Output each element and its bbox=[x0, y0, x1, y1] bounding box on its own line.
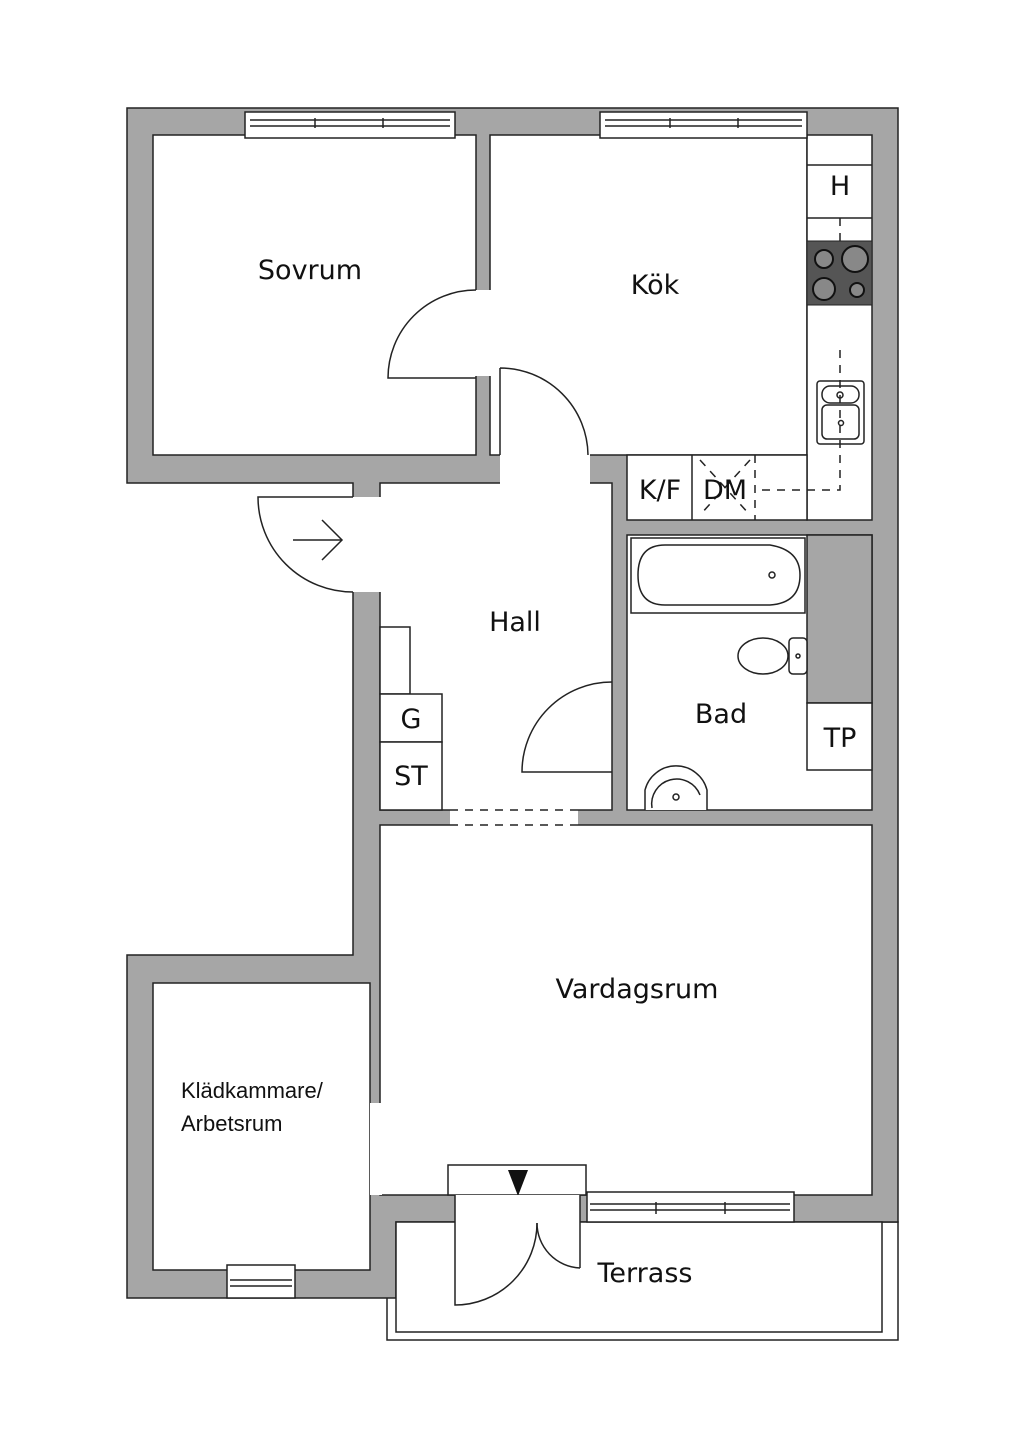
wash-basin-icon bbox=[644, 765, 708, 810]
wardrobe-g bbox=[379, 693, 443, 743]
door-bad bbox=[521, 681, 613, 773]
window-kok bbox=[599, 111, 808, 139]
label-h: H bbox=[830, 171, 850, 202]
tp-box bbox=[806, 702, 873, 771]
window-kladkammare bbox=[226, 1264, 296, 1299]
kitchen-sink-icon bbox=[816, 380, 865, 445]
wardrobe-st bbox=[379, 741, 443, 811]
label-g: G bbox=[401, 704, 422, 735]
room-vardagsrum bbox=[379, 824, 873, 1196]
entrance-arrow-icon bbox=[293, 519, 344, 561]
label-kf: K/F bbox=[639, 475, 681, 506]
toilet-icon bbox=[737, 637, 808, 675]
door-sovrum bbox=[387, 289, 477, 379]
kitchen-door-opening bbox=[500, 450, 590, 486]
label-tp: TP bbox=[823, 723, 857, 754]
label-vardagsrum: Vardagsrum bbox=[556, 974, 719, 1005]
room-kladkammare bbox=[152, 982, 371, 1271]
label-st: ST bbox=[394, 761, 428, 792]
bath-shaft bbox=[806, 534, 873, 704]
label-kladkammare-2: Arbetsrum bbox=[181, 1111, 282, 1136]
window-vardagsrum bbox=[586, 1191, 795, 1223]
room-sovrum bbox=[152, 134, 477, 456]
label-dm: DM bbox=[703, 475, 747, 506]
kitchen-lower-counter bbox=[626, 454, 808, 521]
window-sovrum bbox=[244, 111, 456, 139]
living-opening bbox=[450, 808, 578, 827]
stove-icon bbox=[806, 240, 873, 306]
door-terrace bbox=[447, 1164, 587, 1306]
bathtub-icon bbox=[630, 537, 806, 614]
label-terrass: Terrass bbox=[597, 1258, 693, 1289]
hall-shelf bbox=[379, 626, 411, 695]
label-kok: Kök bbox=[631, 270, 680, 301]
closet-opening bbox=[370, 1103, 382, 1195]
door-kok bbox=[499, 367, 589, 456]
label-bad: Bad bbox=[695, 699, 747, 730]
label-kladkammare-1: Klädkammare/ bbox=[181, 1078, 324, 1103]
bedroom-door-opening bbox=[470, 290, 496, 376]
label-hall: Hall bbox=[489, 607, 541, 638]
label-sovrum: Sovrum bbox=[258, 255, 362, 286]
dishwasher-icon bbox=[699, 455, 756, 520]
door-entrance bbox=[257, 496, 354, 593]
entrance-opening bbox=[352, 497, 382, 592]
